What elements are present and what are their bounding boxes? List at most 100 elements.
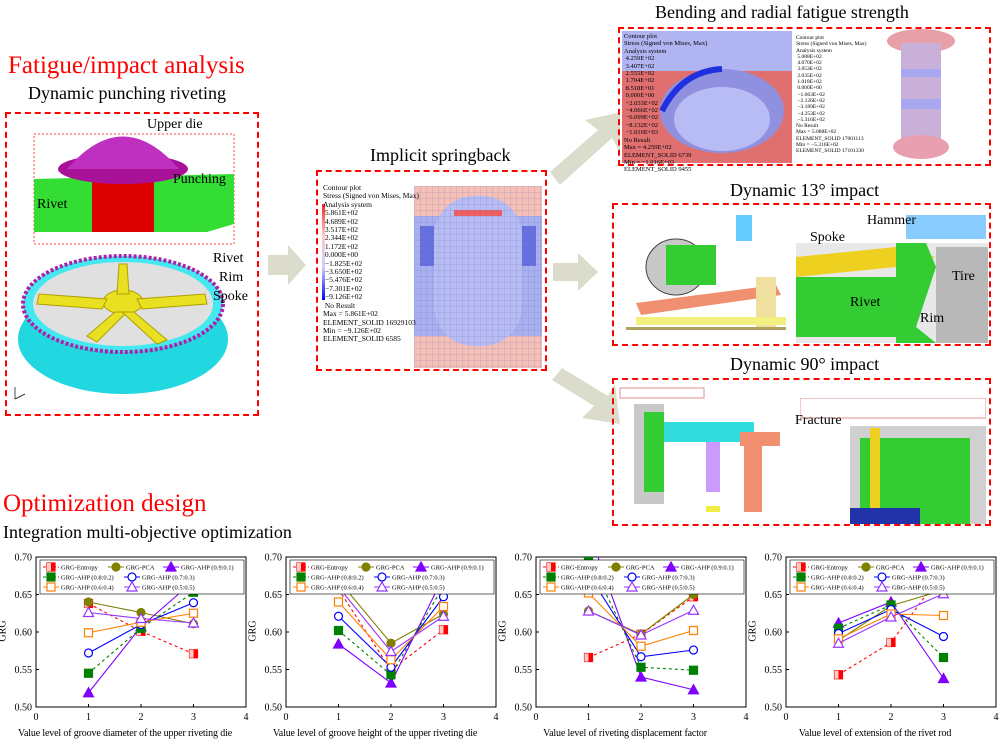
fatigue-contour-left-image [622, 31, 792, 163]
y-tick-label: 0.65 [15, 590, 33, 601]
legend-marker [296, 572, 306, 582]
legend-label: GRG-AHP (0.9:0.1) [931, 565, 984, 572]
y-tick-label: 0.55 [765, 665, 783, 676]
legend-label: GRG-Entropy [811, 565, 849, 572]
bending-title: Bending and radial fatigue strength [655, 2, 909, 22]
y-tick-label: 0.50 [15, 703, 33, 714]
data-point [384, 645, 398, 657]
data-point [134, 612, 148, 624]
legend-label: GRG-AHP (0.5:0.5) [642, 585, 695, 592]
x-axis-label: Value level of groove height of the uppe… [272, 728, 478, 739]
y-tick-label: 0.70 [15, 553, 33, 564]
y-tick-label: 0.50 [765, 703, 783, 714]
legend-marker [361, 562, 371, 572]
y-tick-label: 0.70 [515, 553, 533, 564]
legend: GRG-Entropy GRG-PCA GRG-AHP (0.9:0.1) GRG-A… [789, 559, 995, 595]
legend-label: GRG-AHP (0.7:0.3) [392, 575, 445, 582]
legend-marker [375, 580, 389, 592]
legend-label: GRG-AHP (0.6:0.4) [561, 585, 614, 592]
legend-frame [789, 559, 995, 595]
y-tick-label: 0.60 [15, 628, 33, 639]
data-point [582, 604, 595, 616]
data-point [83, 648, 94, 658]
legend-marker [861, 562, 871, 572]
x-tick-label: 3 [441, 712, 446, 723]
legend-label: GRG-AHP (0.7:0.3) [142, 575, 195, 582]
legend-marker [914, 560, 928, 572]
x-tick-label: 1 [86, 712, 91, 723]
data-point [188, 608, 199, 618]
arrow-down-right-icon [552, 368, 620, 424]
data-point [332, 637, 345, 649]
data-point [636, 641, 646, 651]
x-tick-label: 2 [889, 712, 894, 723]
impact13-detail-image [796, 215, 988, 343]
data-point [688, 665, 699, 675]
data-point-half [439, 625, 444, 634]
x-axis-label: Value level of groove diameter of the up… [17, 728, 233, 739]
y-axis-label: GRG [247, 620, 259, 642]
label-rivet-top: Rivet [37, 197, 68, 212]
x-axis-label: Value level of extension of the rivet ro… [798, 728, 952, 739]
legend-label: GRG-PCA [876, 565, 905, 572]
label-rivet: Rivet [213, 251, 244, 266]
data-point [938, 652, 949, 663]
series-line-2 [88, 580, 194, 694]
legend-marker [877, 572, 887, 582]
data-point [938, 631, 949, 642]
fatigue-impact-title: Fatigue/impact analysis [8, 52, 245, 79]
legend-label: GRG-Entropy [61, 565, 99, 572]
y-tick-label: 0.55 [515, 665, 533, 676]
legend-label: GRG-AHP (0.8:0.2) [811, 575, 864, 582]
legend-label: GRG-AHP (0.6:0.4) [311, 585, 364, 592]
data-point [83, 628, 94, 638]
legend-label: GRG-AHP (0.9:0.1) [681, 565, 734, 572]
flow-arrows [268, 112, 620, 424]
x-tick-label: 4 [494, 712, 499, 723]
data-point [938, 610, 949, 621]
punching-model-image [14, 133, 235, 400]
y-tick-label: 0.70 [765, 553, 783, 564]
data-point [83, 668, 94, 678]
legend-label: GRG-AHP (0.7:0.3) [892, 575, 945, 582]
data-point-half [887, 638, 891, 647]
y-tick-label: 0.50 [515, 703, 533, 714]
data-point [634, 670, 648, 682]
data-point [634, 628, 648, 640]
x-tick-label: 1 [336, 712, 341, 723]
fatigue-legend-right: Contour plot Stress (Signed von Mises, M… [796, 35, 867, 155]
legend-marker [796, 582, 806, 592]
y-tick-label: 0.60 [765, 628, 783, 639]
label-hammer: Hammer [867, 213, 916, 228]
legend-marker-half [797, 563, 801, 571]
series-group [82, 574, 200, 698]
legend-label: GRG-AHP (0.6:0.4) [61, 585, 114, 592]
data-point [636, 652, 646, 662]
y-axis-label: GRG [497, 620, 509, 642]
y-tick-label: 0.50 [265, 703, 283, 714]
legend-label: GRG-PCA [126, 565, 155, 572]
x-tick-label: 4 [994, 712, 999, 723]
data-point [333, 611, 344, 621]
legend-label: GRG-AHP (0.9:0.1) [181, 565, 234, 572]
legend-label: GRG-Entropy [561, 565, 599, 572]
legend-label: GRG-AHP (0.5:0.5) [392, 585, 445, 592]
legend-marker-half [547, 563, 551, 571]
y-tick-label: 0.60 [265, 628, 283, 639]
legend-marker [164, 560, 178, 572]
y-axis-label: GRG [0, 620, 9, 642]
x-tick-label: 0 [284, 712, 289, 723]
legend-frame [39, 559, 245, 595]
x-tick-label: 1 [836, 712, 841, 723]
legend: GRG-Entropy GRG-PCA GRG-AHP (0.9:0.1) GRG-A… [39, 559, 245, 595]
data-point [82, 606, 95, 618]
arrow-up-right-icon [550, 112, 620, 185]
springback-color-bar [322, 204, 325, 300]
label-rivet-13: Rivet [850, 295, 881, 310]
series-line-3 [838, 604, 944, 658]
data-point [333, 625, 344, 636]
data-point-half [584, 653, 589, 662]
